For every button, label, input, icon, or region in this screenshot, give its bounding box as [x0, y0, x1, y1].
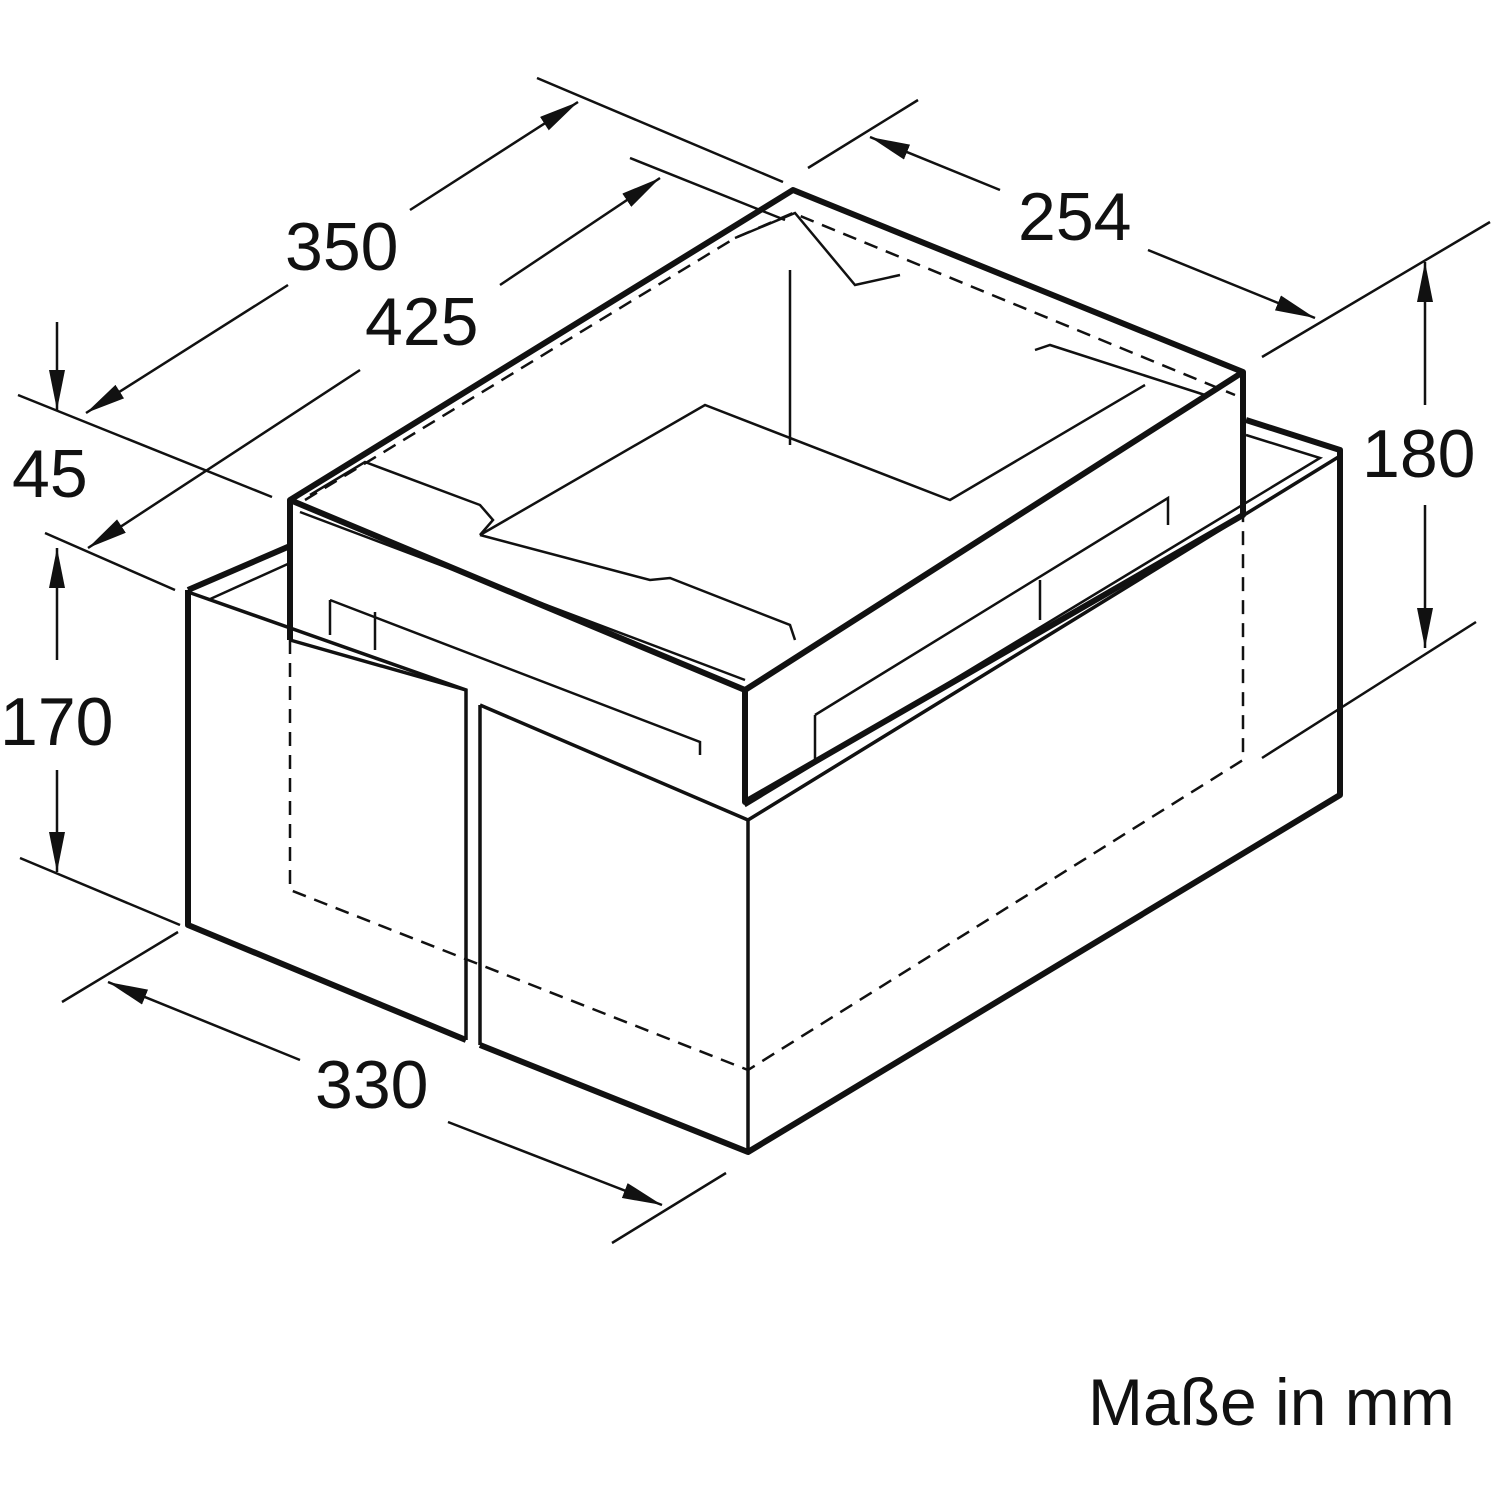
- lower-housing: [185, 417, 1343, 1155]
- dim-label-45: 45: [12, 436, 88, 512]
- units-label: Maße in mm: [1088, 1365, 1455, 1439]
- dim-label-170: 170: [0, 684, 113, 760]
- dim-label-350: 350: [285, 209, 398, 285]
- dim-label-425: 425: [365, 284, 478, 360]
- dim-label-180: 180: [1362, 416, 1475, 492]
- dimension-lines: [17, 76, 1491, 1245]
- dim-label-254: 254: [1018, 179, 1131, 255]
- upper-housing: [287, 187, 1246, 805]
- dim-label-330: 330: [315, 1047, 428, 1123]
